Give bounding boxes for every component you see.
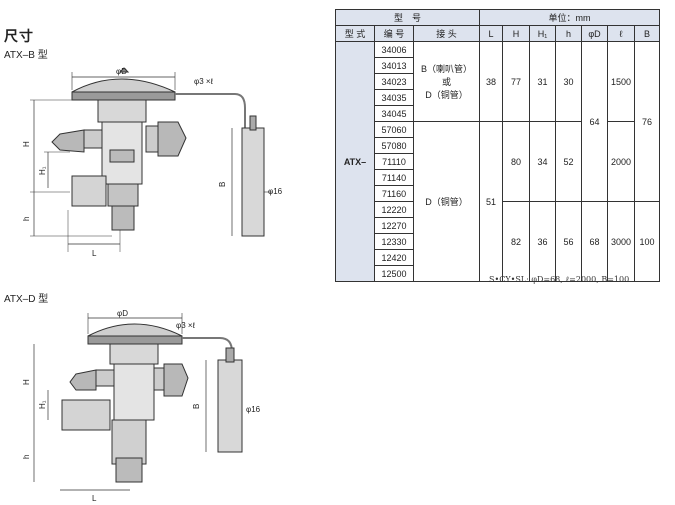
code-cell: 34013 [374,57,414,74]
dim-H-b: H [22,141,31,147]
phiD-cell: 64 [581,41,608,202]
code-cell: 12420 [374,249,414,266]
dim-phiD-d: φD [117,309,128,318]
joint-b-line: D（铜管） [425,90,468,100]
section-title: 尺寸 [4,28,34,44]
atx-b-drawing: φD φ3 ×ℓ H H₁ h L B φ16 [22,67,283,258]
col-header: 编 号 [374,25,414,42]
L-cell: 51 [479,121,503,282]
joint-b-line: 或 [441,77,451,87]
col-header: 接 头 [413,25,480,42]
joint-b-cell: B（喇叭管） 或 D（铜管） [413,41,480,122]
code-cell: 34035 [374,89,414,106]
l-cell: 1500 [607,41,635,122]
dim-H-d: H [22,379,31,385]
header-model-group: 型 号 [335,9,480,26]
atx-d-drawing: φD φ3 ×ℓ H H₁ h L B φ16 [22,309,261,503]
col-header: L [479,25,503,42]
code-cell: 71160 [374,185,414,202]
col-header: B [634,25,660,42]
h-cell: 30 [555,41,582,122]
dim-L-b: L [92,249,97,258]
joint-d-cell: D（铜管） [413,121,480,282]
l-cell: 3000 [607,201,635,282]
B-cell: 76 [634,41,660,202]
dim-B-b: B [218,182,227,187]
code-cell: 12270 [374,217,414,234]
code-cell: 71140 [374,169,414,186]
dim-phi16-b: φ16 [268,187,283,196]
dim-h-d: h [22,455,31,459]
dim-L-d: L [92,494,97,503]
dim-h-b: h [22,217,31,221]
footnote: S•CY•SL: φD=68, ℓ=2000, B=100 [489,275,630,284]
col-header: ℓ [607,25,635,42]
phiD-cell: 68 [581,201,608,282]
H-cell: 80 [502,121,530,202]
spec-table: 型 号 单位：mm 型 式 编 号 接 头 L H H₁ h φD ℓ B AT… [335,9,660,282]
joint-b-line: B（喇叭管） [420,64,472,74]
H-cell: 82 [502,201,530,282]
L-cell: 38 [479,41,503,122]
code-cell: 12500 [374,265,414,282]
h-cell: 56 [555,201,582,282]
col-header: h [555,25,582,42]
code-cell: 34023 [374,73,414,90]
H1-cell: 31 [529,41,556,122]
header-unit: 单位：mm [479,9,660,26]
l-cell: 2000 [607,121,635,202]
H-cell: 77 [502,41,530,122]
code-cell: 34045 [374,105,414,122]
col-header: 型 式 [335,25,375,42]
dim-capillary-b: φ3 ×ℓ [194,77,214,86]
dim-phi16-d: φ16 [246,405,261,414]
col-header: φD [581,25,608,42]
dim-capillary-d: φ3 ×ℓ [176,321,196,330]
code-cell: 34006 [374,41,414,58]
code-cell: 57060 [374,121,414,138]
H1-cell: 36 [529,201,556,282]
col-header: H [502,25,530,42]
col-header: H₁ [529,25,556,42]
code-cell: 71110 [374,153,414,170]
model-label-atx-d: ATX–D 型 [4,294,49,305]
model-label-atx-b: ATX–B 型 [4,50,48,61]
series-cell: ATX– [335,41,375,282]
dim-H1-b: H₁ [38,166,47,175]
code-cell: 57080 [374,137,414,154]
B-cell: 100 [634,201,660,282]
code-cell: 12220 [374,201,414,218]
dim-B-d: B [192,404,201,409]
h-cell: 52 [555,121,582,202]
code-cell: 12330 [374,233,414,250]
H1-cell: 34 [529,121,556,202]
dim-H1-d: H₁ [38,400,47,409]
